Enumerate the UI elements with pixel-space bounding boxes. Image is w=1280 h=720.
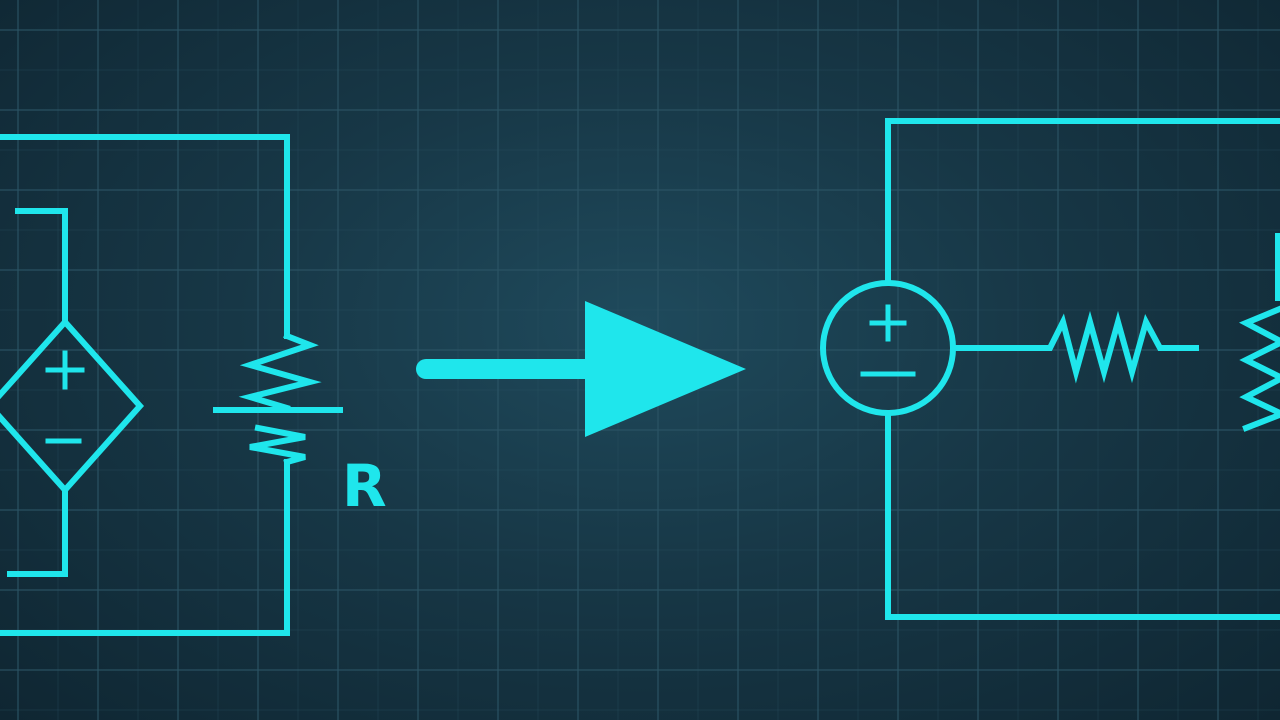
dependent-voltage-source	[0, 317, 145, 495]
left-source-upper-bracket	[15, 208, 68, 325]
plus-sign	[45, 350, 85, 390]
plus-sign	[869, 304, 907, 342]
right-bottom-wire	[885, 410, 1280, 620]
independent-voltage-source	[820, 280, 956, 416]
resistor-upper-zigzag	[238, 332, 322, 412]
load-resistor-partial	[1238, 305, 1280, 432]
series-resistor	[950, 310, 1199, 384]
left-top-wire	[0, 134, 290, 339]
left-circuit: R	[0, 134, 387, 636]
resistor-label: R	[342, 452, 387, 520]
right-top-wire	[885, 118, 1280, 286]
resistor-lower-zigzag	[249, 424, 306, 466]
left-source-lower-bracket	[7, 487, 68, 577]
transform-arrow	[416, 301, 746, 437]
right-circuit	[820, 118, 1280, 620]
arrow-head	[585, 301, 746, 437]
left-bottom-wire	[0, 459, 290, 636]
